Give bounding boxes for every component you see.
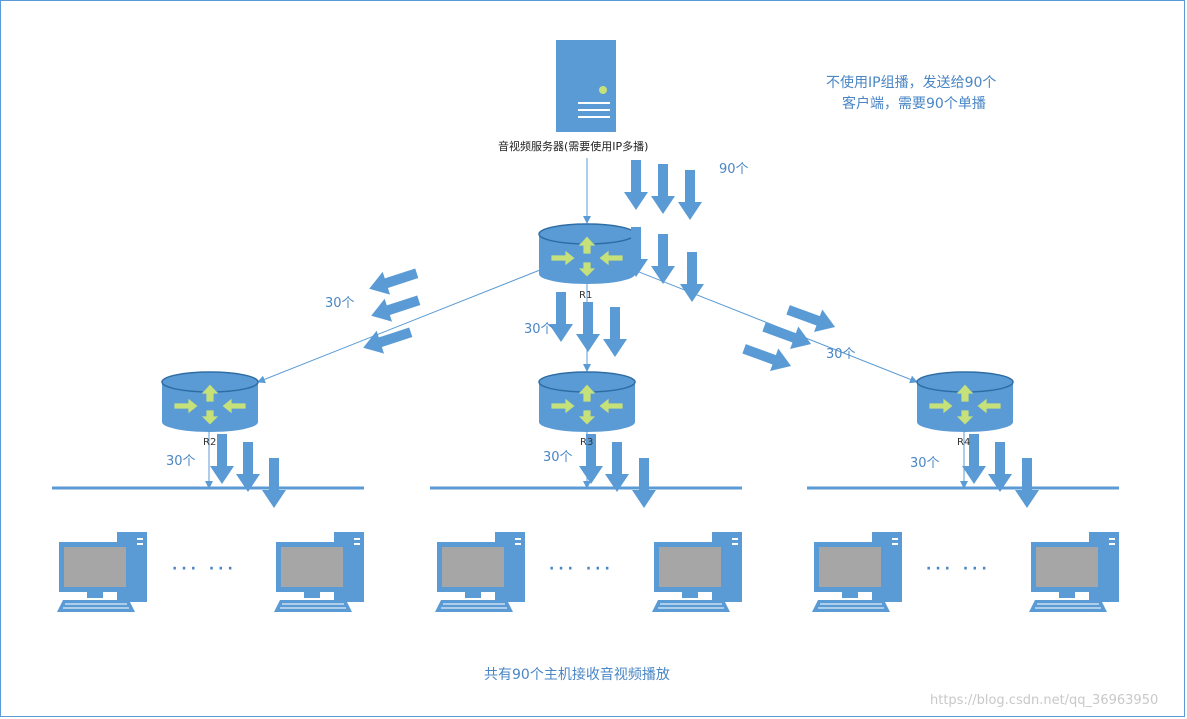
router-r1-label: R1 [579,290,593,301]
link-r1-r2 [257,269,541,384]
computer-icon [273,531,365,613]
flow-count-server-r1: 90个 [719,162,749,177]
unicast-flow-server-r1 [624,160,704,302]
flow-count-r1-r4: 30个 [826,347,856,362]
note-line-2: 客户端，需要90个单播 [842,96,986,112]
router-r1-icon [538,223,636,285]
computer-icon [434,531,526,613]
computer-icon [56,531,148,613]
flow-count-r3-lan: 30个 [543,450,573,465]
ellipsis-lan-r4: ··· ··· [926,561,991,577]
computer-icon [651,531,743,613]
unicast-flow-r1-r4 [739,298,840,378]
caption: 共有90个主机接收音视频播放 [484,667,670,683]
flow-count-r2-lan: 30个 [166,454,196,469]
note-line-1: 不使用IP组播，发送给90个 [826,75,997,91]
ellipsis-lan-r2: ··· ··· [172,561,237,577]
server-label: 音视频服务器(需要使用IP多播) [498,140,649,153]
router-r2-label: R2 [203,437,217,448]
unicast-flow-r1-r2 [359,261,423,360]
router-r4-label: R4 [957,437,971,448]
unicast-flow-r2-lan [210,434,286,508]
flow-count-r4-lan: 30个 [910,456,940,471]
router-r3-icon [538,371,636,433]
server-icon [556,40,616,132]
router-r2-icon [161,371,259,433]
router-r4-icon [916,371,1014,433]
router-r3-label: R3 [580,437,594,448]
flow-count-r1-r2: 30个 [325,296,355,311]
computer-icon [811,531,903,613]
ellipsis-lan-r3: ··· ··· [549,561,614,577]
flow-count-r1-r3: 30个 [524,322,554,337]
watermark: https://blog.csdn.net/qq_36963950 [930,693,1159,708]
unicast-flow-r1-r3 [549,292,627,357]
computer-icon [1028,531,1120,613]
unicast-flow-r4-lan [962,434,1039,508]
